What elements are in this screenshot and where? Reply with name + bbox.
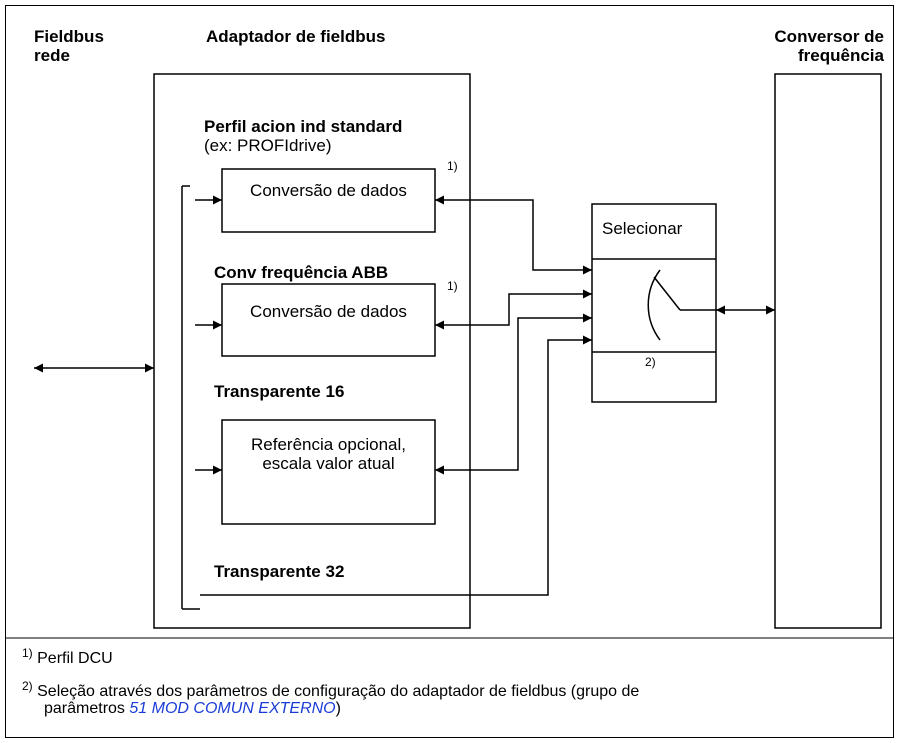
footnote-2-text-c: ) — [335, 700, 341, 717]
footnote-2-text-b: parâmetros — [44, 700, 130, 717]
footnote-1: 1) Perfil DCU — [22, 646, 113, 668]
switch-blade — [653, 276, 681, 311]
drive-label: Conversor de frequência — [774, 27, 884, 65]
abb-drive-profile-label: Conv frequência ABB — [214, 263, 389, 282]
footnote-2-text-a: Seleção através dos parâmetros de config… — [37, 683, 640, 700]
drive-box — [774, 73, 882, 629]
parameter-group-link[interactable]: 51 MOD COMUN EXTERNO — [129, 700, 336, 717]
footnote-2-line2: parâmetros 51 MOD COMUN EXTERNO) — [44, 700, 341, 718]
data-conversion-1-text: Conversão de dados — [250, 181, 407, 200]
footnote-1-text: Perfil DCU — [37, 650, 113, 667]
conn4-path — [200, 335, 592, 596]
conn2-path — [460, 289, 592, 326]
footnote-2: 2) Seleção através dos parâmetros de con… — [22, 679, 640, 701]
conn3-path — [460, 313, 592, 471]
fieldbus-adapter-label: Adaptador de fieldbus — [206, 27, 386, 46]
data-conversion-box-2 — [221, 283, 436, 357]
select-box — [591, 203, 717, 403]
select-label: Selecionar — [602, 219, 683, 238]
fieldbus-network-label: Fieldbus rede — [34, 27, 104, 65]
profile-standard-label: Perfil acion ind standard — [204, 117, 403, 136]
profile-standard-example: (ex: PROFIdrive) — [204, 136, 332, 155]
diagram-frame — [5, 5, 894, 738]
note-mark-2: 2) — [645, 355, 656, 369]
optional-reference-text: Referência opcional, escala valor atual — [251, 435, 406, 473]
adapter-box — [153, 73, 471, 629]
data-conversion-2-text: Conversão de dados — [250, 302, 407, 321]
footnote-1-mark: 1) — [22, 646, 33, 660]
footnote-2-mark: 2) — [22, 679, 33, 693]
transparent16-label: Transparente 16 — [214, 382, 345, 401]
switch-arc — [647, 269, 661, 341]
note-mark-1a: 1) — [447, 159, 458, 173]
note-mark-1b: 1) — [447, 279, 458, 293]
conn1-path — [460, 199, 592, 275]
transparent32-label: Transparente 32 — [214, 562, 345, 581]
